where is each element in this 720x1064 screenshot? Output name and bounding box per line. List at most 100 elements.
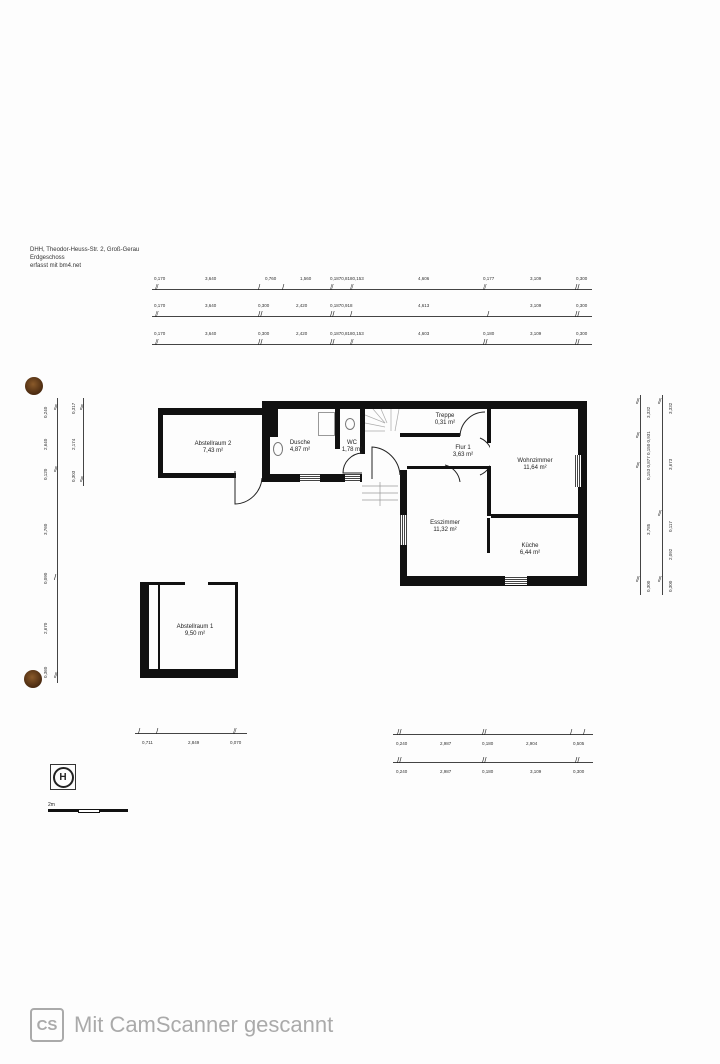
room-name: Dusche <box>289 440 311 446</box>
dim-value: 0,117 <box>668 521 673 532</box>
dim-value: 2,174 <box>71 438 76 450</box>
room-area: 9,50 m² <box>184 631 206 637</box>
dimension-line <box>393 762 593 763</box>
dim-value: 0,505 <box>573 741 585 746</box>
dim-value: 0,300 <box>646 580 651 592</box>
dim-value: 2,987 <box>440 741 452 746</box>
window <box>300 474 320 482</box>
room-name: WC <box>347 440 357 446</box>
dim-value: 0,153 0,877 0,150 0,931 <box>646 431 651 480</box>
dim-value: 3,640 <box>205 331 217 336</box>
dim-value: 2,987 <box>440 769 452 774</box>
room-name: Flur 1 <box>455 445 471 451</box>
dim-value: 2,420 <box>296 303 308 308</box>
dim-value: 0,760 <box>265 276 277 281</box>
dim-value: 0,240 <box>396 769 408 774</box>
floor-line: Erdgeschoss <box>30 255 65 261</box>
camscanner-logo-icon: CS <box>30 1008 64 1042</box>
room-area: 11,32 m² <box>433 527 457 533</box>
dim-value: 4,613 <box>418 303 430 308</box>
room-name: Treppe <box>435 413 455 419</box>
door-swing <box>371 446 401 479</box>
plan-header: DHH, Theodor-Heuss-Str. 2, Groß-Gerau Er… <box>30 246 139 270</box>
dim-value: 0,300 <box>573 769 585 774</box>
door-swing <box>342 452 363 474</box>
dim-value: 0,120 <box>43 468 48 480</box>
dim-value: 0,360 <box>43 666 48 678</box>
room-area: 1,78 m² <box>341 447 363 453</box>
dim-value: 0,170 <box>154 276 166 281</box>
dim-value: 0,711 <box>142 740 153 745</box>
room-name: Abstellraum 1 <box>176 624 214 630</box>
room-area: 7,43 m² <box>202 448 224 454</box>
dim-value: 0,300 <box>258 331 270 336</box>
dim-value: 0,180 <box>482 769 494 774</box>
dim-value: 0,1870,8180,153 <box>330 331 364 336</box>
room-area: 4,87 m² <box>289 447 311 453</box>
room-area: 0,31 m² <box>434 420 456 426</box>
dimension-line <box>152 289 592 290</box>
dim-value: 0,180 <box>482 741 494 746</box>
dim-value: 3,332 <box>646 406 651 418</box>
dim-value: 3,640 <box>205 303 217 308</box>
dim-value: 0,170 <box>154 331 166 336</box>
dimension-line <box>83 398 84 486</box>
dim-value: 3,109 <box>530 769 542 774</box>
dim-value: 0,180 <box>483 331 495 336</box>
dim-value: 0,240 <box>396 741 408 746</box>
dim-value: 0,300 <box>576 331 588 336</box>
dim-value: 3,109 <box>530 331 542 336</box>
dim-value: 2,849 <box>188 740 200 745</box>
dim-value: 0,170 <box>154 303 166 308</box>
dim-value: 0,070 <box>230 740 242 745</box>
door-swing <box>444 411 490 483</box>
room-area: 3,63 m² <box>452 452 474 458</box>
toilet-icon <box>345 418 355 430</box>
dim-value: 3,785 <box>646 523 651 535</box>
room-name: Küche <box>521 543 539 549</box>
dim-value: 0,300 <box>576 303 588 308</box>
punch-hole <box>24 670 42 688</box>
dimension-line <box>135 733 247 734</box>
dim-value: 3,673 <box>668 458 673 470</box>
camscanner-watermark: CS Mit CamScanner gescannt <box>30 1008 333 1042</box>
dim-value: 0,300 <box>576 276 588 281</box>
dim-value: 4,606 <box>418 276 430 281</box>
sink-icon <box>273 442 283 456</box>
entry-steps <box>362 482 398 506</box>
door-swing <box>234 471 263 505</box>
dim-value: 3,109 <box>530 303 542 308</box>
room-name: Esszimmer <box>430 520 460 526</box>
compass-glyph: H <box>52 766 74 788</box>
dim-value: 0,090 <box>43 572 48 584</box>
dim-value: 2,420 <box>296 331 308 336</box>
dim-value: 0,317 <box>71 402 76 414</box>
dimension-line <box>57 398 58 683</box>
dim-value: 3,332 <box>668 402 673 414</box>
dim-value: 0,1870,918 <box>330 303 353 308</box>
room-name: Abstellraum 2 <box>194 441 232 447</box>
room-area: 6,44 m² <box>519 550 541 556</box>
dim-value: 3,640 <box>205 276 217 281</box>
stairs-icon <box>365 409 400 432</box>
north-arrow-icon: H <box>50 764 76 790</box>
dim-value: 2,670 <box>43 622 48 634</box>
dimension-line <box>152 316 592 317</box>
punch-hole <box>25 377 43 395</box>
dim-value: 0,240 <box>43 406 48 418</box>
dimension-line <box>152 344 592 345</box>
shower-tray <box>318 412 335 436</box>
dimension-line <box>662 395 663 595</box>
dim-value: 0,300 <box>668 580 673 592</box>
watermark-text: Mit CamScanner gescannt <box>74 1012 334 1037</box>
dim-value: 2,904 <box>526 741 538 746</box>
dim-value: 0,303 <box>71 470 76 482</box>
window <box>574 455 581 487</box>
window <box>399 515 407 545</box>
dim-value: 0,177 <box>483 276 495 281</box>
window <box>505 576 527 585</box>
address-line: DHH, Theodor-Heuss-Str. 2, Groß-Gerau <box>30 247 140 253</box>
dim-value: 3,109 <box>530 276 542 281</box>
dim-value: 2,640 <box>43 438 48 450</box>
room-name: Wohnzimmer <box>517 458 553 464</box>
